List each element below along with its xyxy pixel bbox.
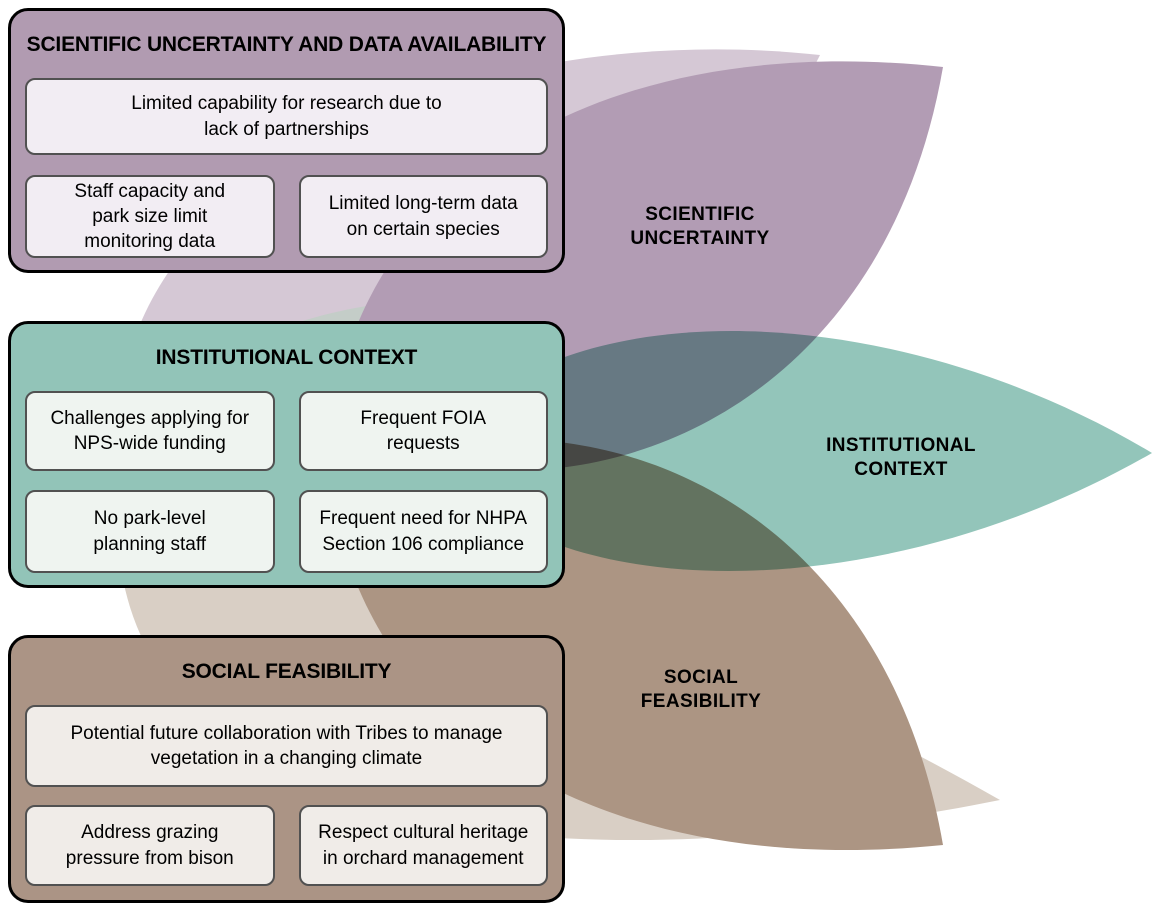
panel-social-feasibility: SOCIAL FEASIBILITY Potential future coll… (8, 635, 565, 903)
card-tribal-collaboration: Potential future collaboration with Trib… (25, 705, 548, 787)
card-orchard-heritage: Respect cultural heritage in orchard man… (298, 805, 548, 886)
card-bison-grazing: Address grazing pressure from bison (25, 805, 275, 886)
card-row: No park-level planning staff Frequent ne… (25, 490, 548, 573)
card-limited-research-capability: Limited capability for research due to l… (25, 78, 548, 155)
panel-title: SCIENTIFIC UNCERTAINTY AND DATA AVAILABI… (26, 32, 547, 56)
panel-title: INSTITUTIONAL CONTEXT (155, 345, 418, 369)
card-staff-capacity: Staff capacity and park size limit monit… (25, 175, 275, 258)
panel-title: SOCIAL FEASIBILITY (181, 659, 392, 683)
card-row: Limited capability for research due to l… (25, 78, 548, 155)
card-row: Address grazing pressure from bison Resp… (25, 805, 548, 886)
institutional-context-petal-label: INSTITUTIONAL CONTEXT (826, 435, 976, 480)
card-nhpa-compliance: Frequent need for NHPA Section 106 compl… (298, 490, 548, 573)
scientific-uncertainty-petal-label: SCIENTIFIC UNCERTAINTY (630, 204, 770, 249)
card-limited-longterm-data: Limited long-term data on certain specie… (298, 175, 548, 258)
card-row: Challenges applying for NPS-wide funding… (25, 391, 548, 471)
card-row: Staff capacity and park size limit monit… (25, 175, 548, 258)
card-foia-requests: Frequent FOIA requests (298, 391, 548, 471)
panel-scientific-uncertainty: SCIENTIFIC UNCERTAINTY AND DATA AVAILABI… (8, 8, 565, 273)
card-no-planning-staff: No park-level planning staff (25, 490, 275, 573)
panel-institutional-context: INSTITUTIONAL CONTEXT Challenges applyin… (8, 321, 565, 588)
card-funding-challenges: Challenges applying for NPS-wide funding (25, 391, 275, 471)
social-feasibility-petal-label: SOCIAL FEASIBILITY (640, 667, 762, 712)
card-row: Potential future collaboration with Trib… (25, 705, 548, 787)
